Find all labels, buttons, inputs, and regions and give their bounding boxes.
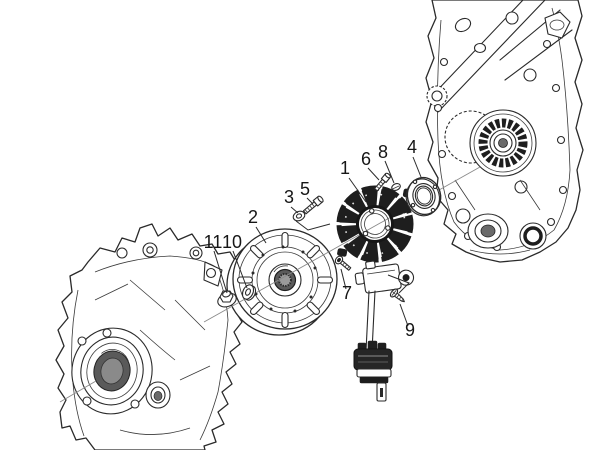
retainer-clip (391, 182, 401, 192)
stator-screw (374, 172, 391, 192)
spring-washer (292, 210, 306, 222)
callout-10: 10 (222, 232, 242, 252)
seal-plate (405, 176, 442, 217)
flywheel-rotor (226, 228, 338, 336)
flange-screw (302, 195, 324, 215)
callout-6: 6 (361, 149, 371, 169)
callout-8: 8 (378, 142, 388, 162)
countersunk-screw (389, 288, 405, 303)
callout-labels: 1 2 3 4 5 6 7 8 9 10 11 (204, 137, 417, 340)
callout-3: 3 (284, 187, 294, 207)
callout-1: 1 (340, 158, 350, 178)
callout-2: 2 (248, 207, 258, 227)
pickup-bracket (354, 260, 415, 294)
cable-connector (353, 340, 393, 402)
right-crankcase-half (425, 0, 584, 263)
leader-lines (213, 156, 422, 327)
callout-9: 9 (405, 320, 415, 340)
socket-screw (334, 255, 352, 271)
callout-4: 4 (407, 137, 417, 157)
callout-7: 7 (342, 283, 352, 303)
callout-11: 11 (204, 232, 223, 252)
stator (336, 185, 414, 267)
left-crankcase-half (55, 223, 243, 450)
flange-nut (217, 290, 237, 308)
callout-5: 5 (300, 179, 310, 199)
plain-washer (241, 284, 257, 301)
magnet-windows (236, 231, 334, 329)
